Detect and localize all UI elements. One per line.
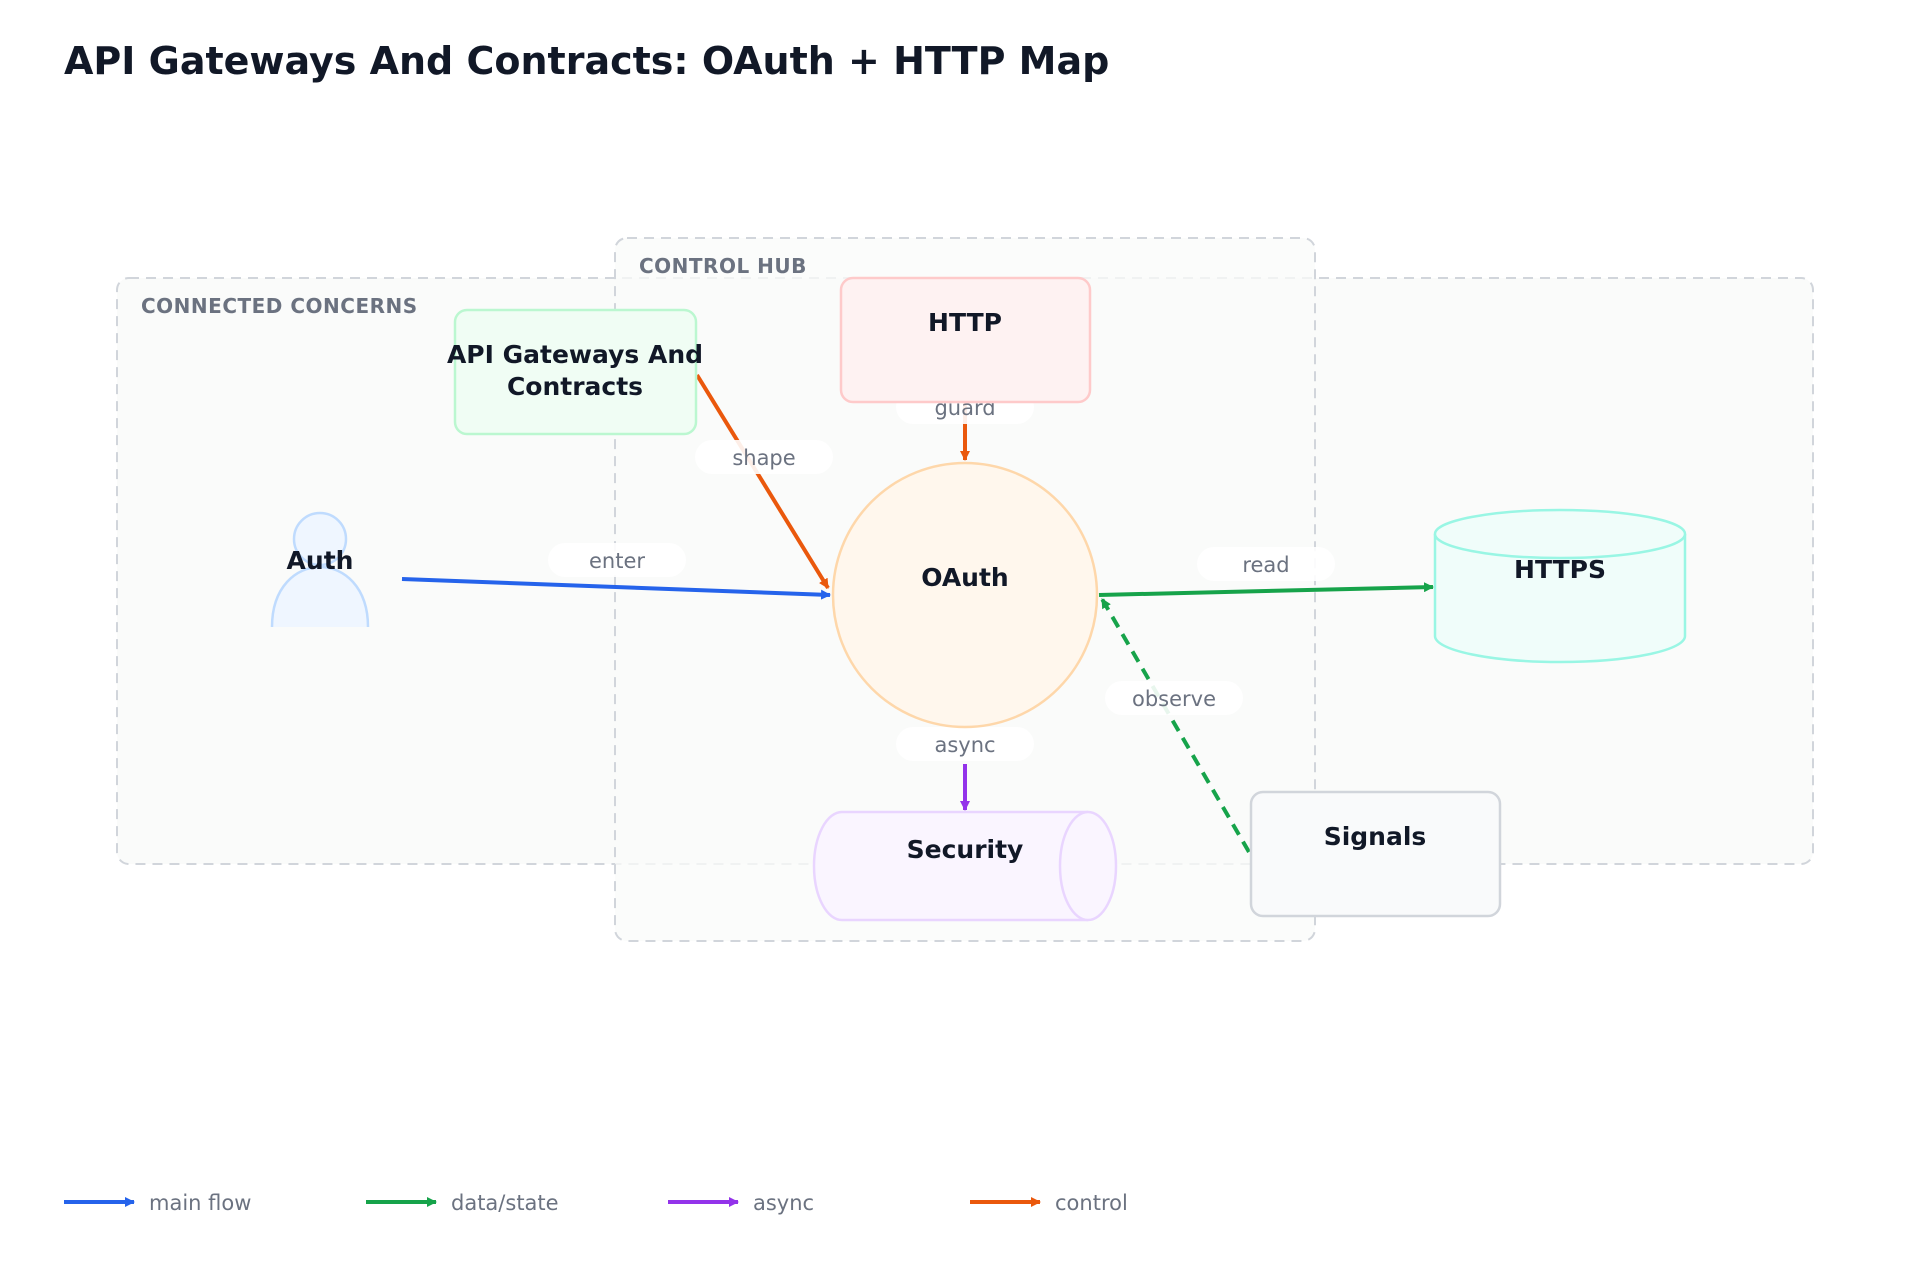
edge-shape: [695, 373, 830, 590]
node-api-gateways: API Gateways And Contracts: [447, 308, 703, 436]
edge-label-observe: observe: [1105, 681, 1243, 715]
node-https-label: HTTPS: [1514, 555, 1606, 584]
node-oauth: OAuth: [831, 461, 1099, 729]
node-http: HTTP: [839, 276, 1092, 404]
diagram-title: API Gateways And Contracts: OAuth + HTTP…: [64, 39, 1109, 83]
node-http-label: HTTP: [928, 308, 1002, 337]
node-gateways-line1: API Gateways And: [447, 340, 703, 369]
node-https: HTTPS: [1433, 508, 1687, 664]
edge-label-async: async: [896, 727, 1034, 761]
edge-read: [1098, 582, 1434, 597]
edge-label-enter: enter: [548, 543, 686, 577]
svg-text:observe: observe: [1132, 687, 1216, 711]
edge-observe: [1100, 597, 1251, 854]
legend-data-state: data/state: [366, 1191, 559, 1215]
node-gateways-line2: Contracts: [507, 372, 643, 401]
legend-control: control: [970, 1191, 1128, 1215]
node-signals-label: Signals: [1324, 822, 1427, 851]
legend-main-flow-label: main flow: [149, 1191, 251, 1215]
svg-text:async: async: [934, 733, 995, 757]
legend-control-label: control: [1055, 1191, 1128, 1215]
legend: main flow data/state async control: [64, 1191, 1128, 1215]
group-connected-label: CONNECTED CONCERNS: [141, 294, 418, 318]
node-signals: Signals: [1249, 790, 1502, 918]
group-hub-label: CONTROL HUB: [639, 254, 807, 278]
svg-text:shape: shape: [732, 446, 795, 470]
node-security-label: Security: [907, 835, 1024, 864]
node-oauth-label: OAuth: [921, 563, 1008, 592]
node-auth: Auth: [270, 511, 370, 628]
legend-main-flow: main flow: [64, 1191, 251, 1215]
node-security: Security: [812, 810, 1118, 922]
svg-text:read: read: [1242, 553, 1289, 577]
edge-label-shape: shape: [695, 440, 833, 474]
svg-text:enter: enter: [589, 549, 645, 573]
edge-label-read: read: [1197, 547, 1335, 581]
legend-async-label: async: [753, 1191, 814, 1215]
node-auth-label: Auth: [287, 546, 354, 575]
legend-data-state-label: data/state: [451, 1191, 559, 1215]
legend-async: async: [668, 1191, 814, 1215]
edge-enter: [401, 577, 831, 600]
